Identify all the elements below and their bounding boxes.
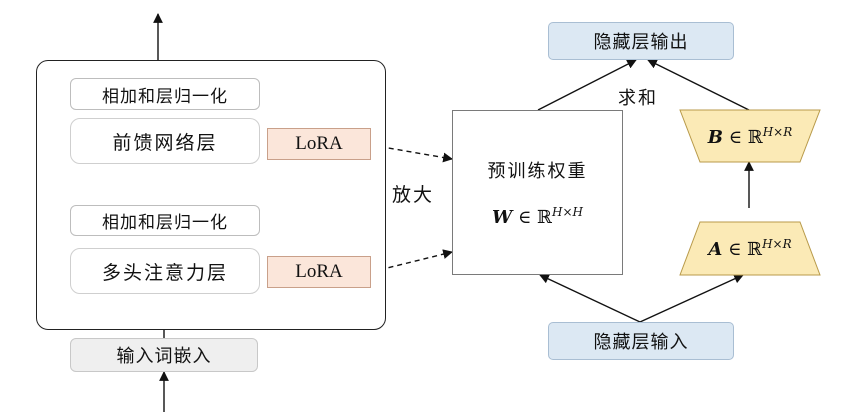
add-norm-bottom: 相加和层归一化 [70, 205, 260, 236]
embedding-label: 输入词嵌入 [116, 346, 212, 367]
input-to-weight-arrow [539, 274, 641, 323]
a-space: ∈ ℝ [728, 239, 763, 260]
a-symbol: A [708, 239, 723, 260]
adapter-a: A ∈ ℝH×R [680, 222, 820, 275]
attention-label: 多头注意力层 [101, 261, 228, 284]
w-symbol: W [492, 207, 513, 228]
lora-top-label: LoRA [295, 133, 343, 154]
hidden-input: 隐藏层输入 [548, 322, 734, 360]
hidden-input-label: 隐藏层输入 [593, 332, 689, 353]
b-to-output-arrow [647, 59, 750, 111]
lora-bottom: LoRA [267, 256, 371, 288]
hidden-output: 隐藏层输出 [548, 22, 734, 60]
pretrained-weight-label: 预训练权重 [487, 161, 588, 182]
input-embedding: 输入词嵌入 [70, 338, 258, 372]
b-symbol: B [707, 126, 723, 148]
add-norm-bottom-label: 相加和层归一化 [102, 213, 228, 233]
a-formula: A ∈ ℝH×R [708, 237, 791, 260]
zoom-label: 放大 [392, 184, 435, 206]
a-dim: H×R [762, 237, 792, 251]
w-dim: H×H [551, 205, 583, 219]
b-space: ∈ ℝ [728, 126, 763, 148]
pretrained-weight-box: 预训练权重 W ∈ ℝH×H [452, 110, 623, 275]
add-norm-top-label: 相加和层归一化 [102, 86, 228, 107]
sum-label: 求和 [618, 88, 658, 109]
adapter-b-shape [679, 109, 821, 163]
w-space: ∈ ℝ [517, 207, 552, 228]
weight-formula: W ∈ ℝH×H [492, 205, 583, 228]
weight-to-output-arrow [537, 59, 637, 111]
adapter-a-shape [679, 221, 821, 276]
attention-layer: 多头注意力层 [70, 248, 260, 294]
add-norm-top: 相加和层归一化 [70, 78, 260, 110]
lora-bottom-label: LoRA [295, 261, 343, 282]
hidden-output-label: 隐藏层输出 [593, 32, 689, 53]
ffn-layer: 前馈网络层 [70, 118, 260, 164]
b-formula: B ∈ ℝH×R [708, 125, 793, 148]
b-dim: H×R [762, 124, 793, 139]
adapter-b: B ∈ ℝH×R [680, 110, 820, 162]
input-to-a-arrow [639, 274, 744, 323]
ffn-label: 前馈网络层 [112, 131, 218, 154]
lora-top: LoRA [267, 128, 371, 160]
